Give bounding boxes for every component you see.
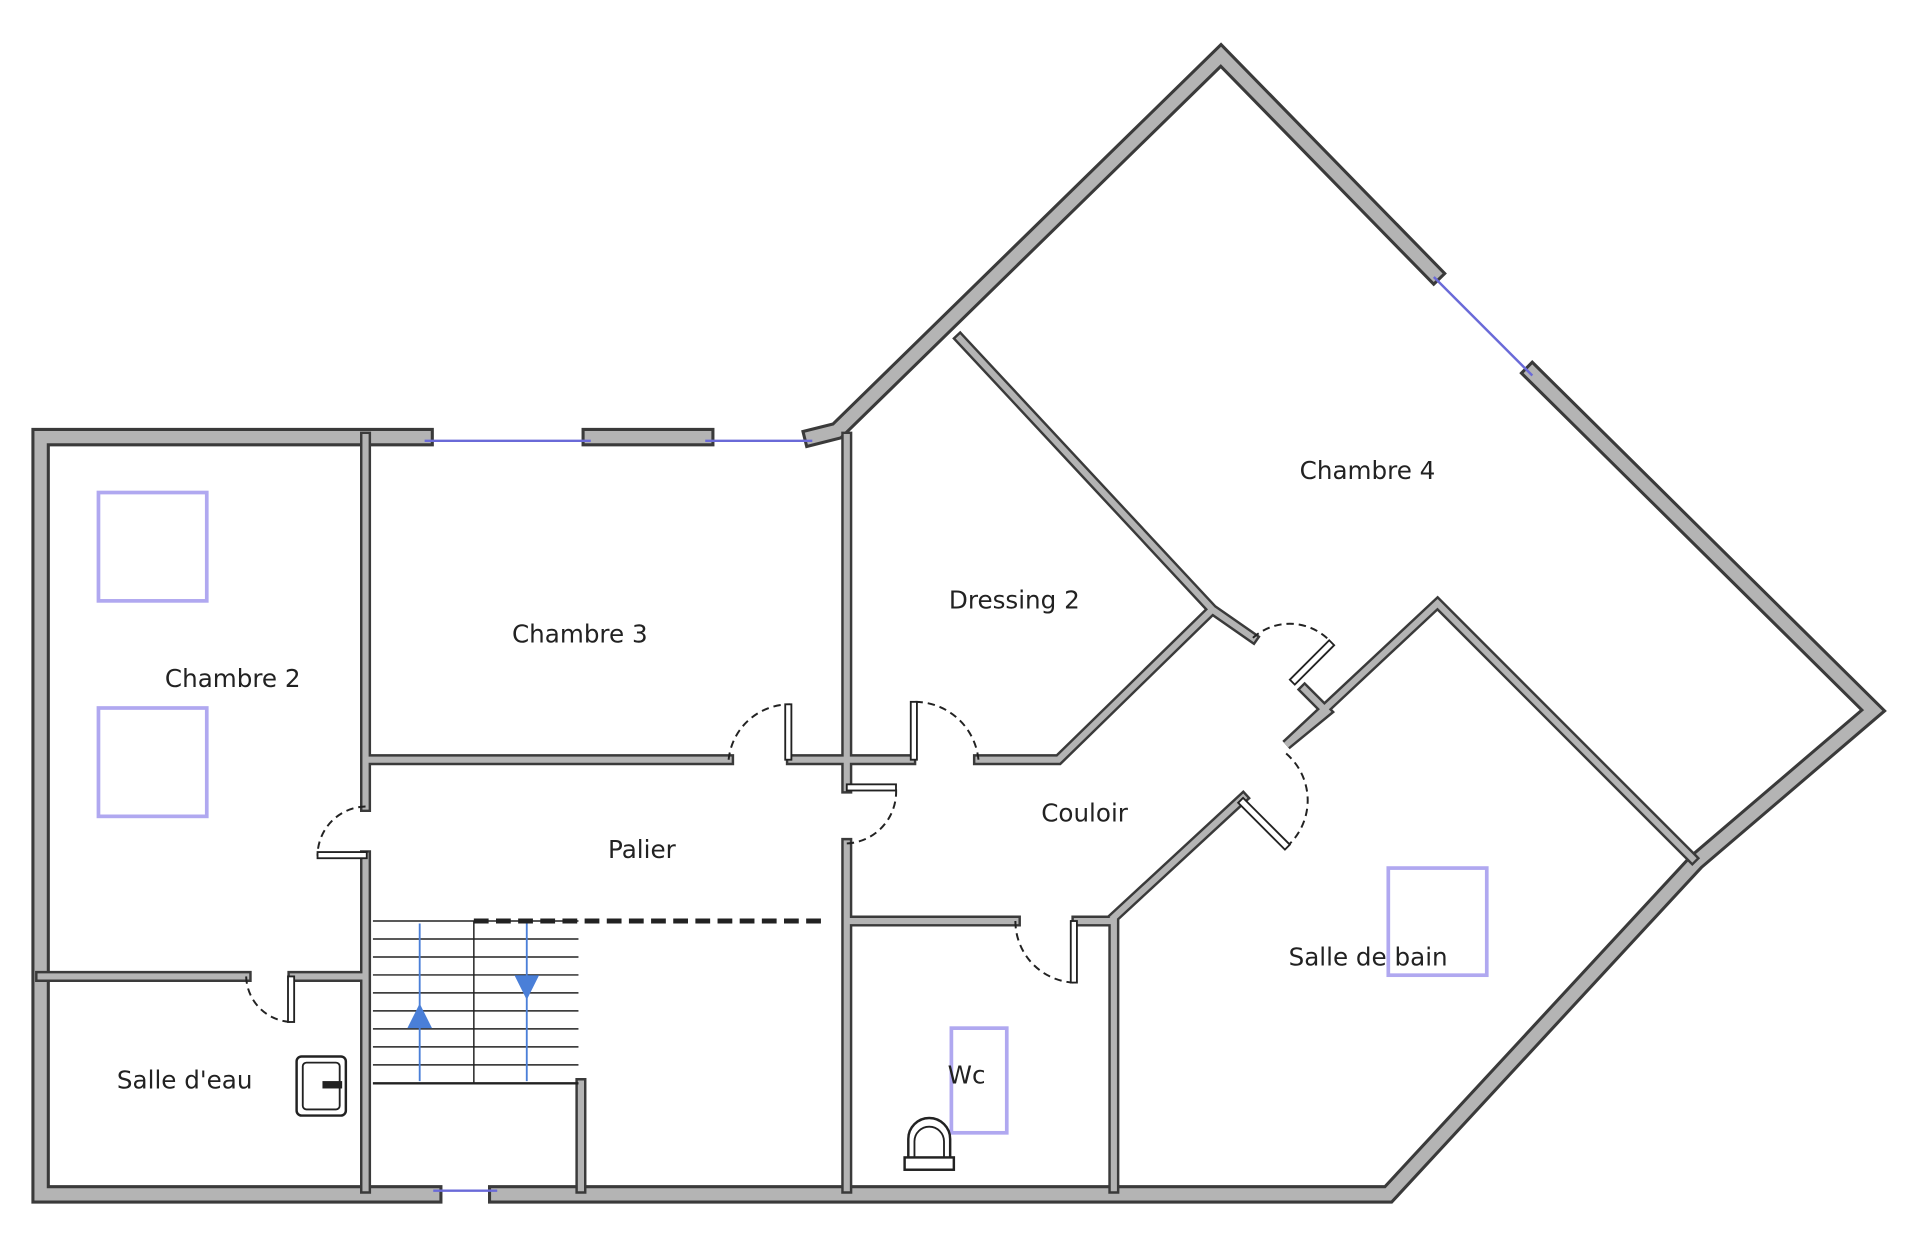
- room-label-chambre-2: Chambre 2: [165, 664, 301, 693]
- skylights: [96, 490, 1489, 1135]
- room-label-chambre-3: Chambre 3: [512, 620, 648, 649]
- staircase: [372, 918, 825, 1085]
- sink-icon: [295, 1055, 348, 1117]
- stair-up-arrow-icon: [407, 1003, 432, 1029]
- room-label-wc: Wc: [948, 1061, 986, 1090]
- toilet-icon: [903, 1116, 956, 1171]
- room-label-salle-de-bain: Salle de bain: [1289, 942, 1448, 971]
- room-label-chambre-4: Chambre 4: [1300, 456, 1436, 485]
- stair-down-arrow-icon: [514, 975, 540, 1000]
- doors: [245, 622, 1336, 1023]
- room-label-dressing-2: Dressing 2: [949, 585, 1080, 614]
- windows: [424, 276, 1534, 1192]
- room-labels: Chambre 2 Chambre 3 Chambre 4 Dressing 2…: [117, 456, 1448, 1095]
- walls: [31, 42, 1887, 1204]
- room-label-couloir: Couloir: [1041, 798, 1129, 827]
- room-label-salle-deau: Salle d'eau: [117, 1065, 253, 1094]
- room-label-palier: Palier: [608, 835, 677, 864]
